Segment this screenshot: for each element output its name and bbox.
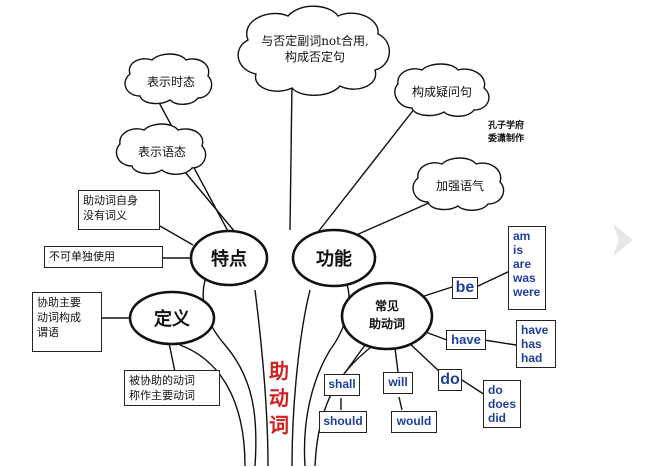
oval-common: [340, 281, 434, 351]
box-main-verb: 被协助的动词 称作主要动词: [124, 370, 220, 406]
credit-line1: 孔子学府: [488, 121, 525, 131]
be-form-am: am: [513, 229, 531, 243]
word-do: do: [438, 369, 462, 391]
oval-common-label: 常见 助动词: [345, 297, 429, 333]
do-form-did: did: [488, 411, 506, 425]
cloud-voice: 表示语态: [137, 145, 186, 159]
be-forms-box: am is are was were: [508, 226, 546, 310]
do-forms-box: do does did: [483, 380, 521, 428]
have-form-have: have: [521, 323, 549, 337]
have-forms-box: have has had: [516, 320, 556, 368]
box-no-meaning-line1: 助动词自身: [83, 194, 138, 207]
trunk-char-1: 助: [269, 359, 289, 383]
cloud-shape-question: [394, 63, 490, 117]
be-form-is: is: [513, 243, 524, 257]
cloud-shape-voice: [115, 123, 207, 175]
box-no-meaning-line2: 没有词义: [83, 209, 127, 222]
cloud-tense: 表示时态: [146, 75, 195, 89]
cloud-not-line2: 构成否定句: [284, 50, 345, 64]
be-form-are: are: [513, 257, 532, 271]
cloud-shape-not: [237, 5, 390, 96]
cloud-shape-tense: [124, 53, 213, 105]
chevron-right-icon[interactable]: [610, 222, 636, 258]
cloud-shape-emphasis: [412, 157, 505, 211]
have-form-has: has: [521, 337, 542, 351]
oval-definition: [128, 290, 216, 346]
trunk-char-3: 词: [269, 413, 289, 437]
box-no-meaning: 助动词自身 没有词义: [78, 190, 160, 230]
cloud-emphasis: 加强语气: [435, 179, 484, 193]
credit-note: 孔子学府 委潇制作: [488, 120, 524, 146]
oval-features-label: 特点: [211, 249, 247, 270]
box-main-verb-line2: 称作主要动词: [129, 389, 195, 402]
trunk-char-2: 动: [269, 386, 289, 410]
box-not-alone: 不可单独使用: [44, 246, 163, 268]
box-help-predicate: 协助主要 动词构成 谓语: [32, 292, 102, 352]
word-would: would: [391, 411, 437, 433]
oval-common-line1: 常见: [374, 299, 399, 313]
be-form-were: were: [513, 285, 541, 299]
do-form-do: do: [488, 383, 503, 397]
box-help-line1: 协助主要: [37, 296, 81, 309]
have-form-had: had: [521, 351, 543, 365]
word-shall: shall: [324, 374, 360, 396]
box-help-line3: 谓语: [37, 326, 59, 339]
oval-definition-label: 定义: [154, 309, 190, 330]
oval-features: [189, 229, 269, 287]
cloud-not-combo: 与否定副词not合用, 构成否定句: [252, 33, 378, 65]
oval-functions: [291, 228, 377, 288]
word-have: have: [446, 330, 486, 350]
oval-common-line2: 助动词: [368, 317, 405, 331]
box-main-verb-line1: 被协助的动词: [129, 374, 195, 387]
cloud-not-line1: 与否定副词not合用,: [261, 34, 369, 48]
word-should: should: [319, 411, 367, 433]
be-form-was: was: [513, 271, 536, 285]
cloud-question: 构成疑问句: [411, 85, 472, 99]
trunk-label: 助 动 词: [266, 358, 292, 439]
do-form-does: does: [488, 397, 517, 411]
oval-functions-label: 功能: [316, 249, 352, 270]
credit-line2: 委潇制作: [488, 134, 525, 144]
word-be: be: [452, 277, 478, 299]
box-help-line2: 动词构成: [37, 311, 81, 324]
word-will: will: [383, 372, 413, 394]
